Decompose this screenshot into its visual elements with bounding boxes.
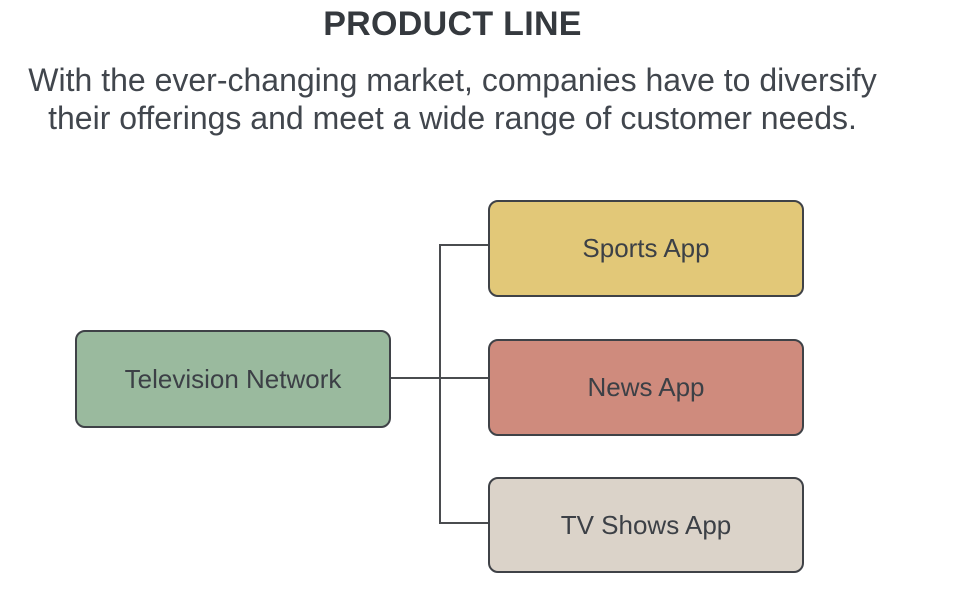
node-television-network: Television Network (75, 330, 391, 428)
node-tv-shows-app-label: TV Shows App (560, 509, 732, 540)
node-television-network-label: Television Network (124, 363, 342, 394)
connector-branch-tv-shows (441, 522, 489, 524)
diagram-header: PRODUCT LINE With the ever-changing mark… (0, 2, 905, 137)
page-title: PRODUCT LINE (323, 5, 582, 43)
node-news-app-label: News App (587, 372, 705, 402)
page-subtitle: With the ever-changing market, companies… (28, 62, 877, 136)
connector-trunk (439, 244, 441, 524)
node-news-app: News App (488, 339, 804, 436)
connector-branch-sports (441, 244, 489, 246)
node-sports-app-label: Sports App (582, 233, 710, 263)
node-tv-shows-app: TV Shows App (488, 477, 804, 573)
node-sports-app: Sports App (488, 200, 804, 297)
